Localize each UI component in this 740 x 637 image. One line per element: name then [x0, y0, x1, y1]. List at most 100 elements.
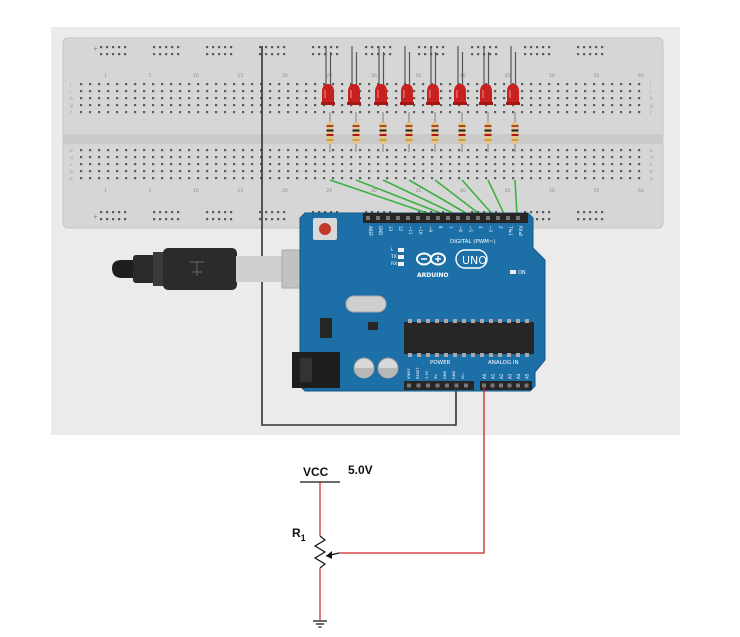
terminal-hole — [431, 170, 434, 173]
digital-wire[interactable] — [382, 179, 460, 217]
rail-hole — [424, 46, 427, 49]
header-pin[interactable] — [496, 216, 500, 220]
digital-wire[interactable] — [434, 179, 483, 217]
resistor-band — [326, 139, 334, 141]
usb-strain-relief — [133, 255, 155, 283]
rail-hole — [577, 53, 580, 56]
terminal-hole — [314, 163, 317, 166]
power-pin[interactable] — [445, 383, 449, 388]
reset-button-cap[interactable] — [319, 223, 331, 235]
terminal-hole — [251, 97, 254, 100]
header-pin[interactable] — [516, 216, 520, 220]
terminal-hole — [611, 97, 614, 100]
red-led[interactable] — [480, 84, 492, 104]
red-led[interactable] — [401, 84, 413, 104]
terminal-hole — [269, 97, 272, 100]
terminal-hole — [395, 170, 398, 173]
terminal-hole — [251, 177, 254, 180]
resistor[interactable] — [405, 122, 413, 144]
analog-pin[interactable] — [507, 383, 512, 388]
rail-hole — [159, 211, 162, 214]
power-pin[interactable] — [435, 383, 440, 388]
analog-pin[interactable] — [499, 383, 503, 388]
terminal-hole — [368, 111, 371, 114]
terminal-hole — [530, 97, 533, 100]
terminal-hole — [458, 170, 461, 173]
terminal-hole — [386, 83, 389, 86]
red-led[interactable] — [375, 84, 387, 104]
terminal-hole — [215, 83, 218, 86]
analog-pin[interactable] — [490, 383, 495, 388]
resistor[interactable] — [511, 122, 519, 144]
digital-wire[interactable] — [514, 179, 518, 217]
terminal-hole — [548, 163, 551, 166]
terminal-hole — [359, 111, 362, 114]
header-pin[interactable] — [416, 216, 420, 220]
terminal-hole — [197, 104, 200, 107]
rail-hole — [524, 53, 527, 56]
chip-pin — [489, 353, 493, 357]
terminal-hole — [260, 111, 263, 114]
red-led[interactable] — [454, 84, 466, 104]
header-pin[interactable] — [366, 216, 370, 220]
terminal-hole — [314, 104, 317, 107]
resistor[interactable] — [484, 122, 492, 144]
terminal-hole — [134, 90, 137, 93]
resistor[interactable] — [326, 122, 334, 144]
rail-hole — [283, 211, 286, 214]
analog-pin[interactable] — [516, 383, 520, 388]
red-led[interactable] — [427, 84, 439, 104]
red-led[interactable] — [507, 84, 519, 104]
terminal-hole — [368, 83, 371, 86]
terminal-hole — [242, 149, 245, 152]
header-pin[interactable] — [456, 216, 460, 220]
digital-wire[interactable] — [487, 179, 506, 217]
terminal-hole — [134, 111, 137, 114]
analog-wire[interactable] — [339, 388, 485, 554]
header-pin[interactable] — [436, 216, 440, 220]
rail-hole — [277, 218, 280, 221]
resistor[interactable] — [352, 122, 360, 144]
header-pin[interactable] — [446, 216, 450, 220]
digital-wire[interactable] — [461, 179, 495, 217]
resistor-band — [484, 139, 492, 141]
rail-hole — [259, 211, 262, 214]
ground-wire[interactable] — [261, 46, 457, 426]
terminal-hole — [368, 97, 371, 100]
power-pin[interactable] — [464, 383, 468, 388]
header-pin[interactable] — [406, 216, 410, 220]
digital-wire[interactable] — [408, 179, 472, 217]
resistor[interactable] — [458, 122, 466, 144]
rail-hole — [265, 46, 268, 49]
red-led[interactable] — [348, 84, 360, 104]
power-pin[interactable] — [416, 383, 421, 388]
header-pin[interactable] — [386, 216, 390, 220]
resistor[interactable] — [431, 122, 439, 144]
terminal-hole — [503, 97, 506, 100]
terminal-hole — [206, 170, 209, 173]
red-led[interactable] — [322, 84, 334, 104]
power-pin[interactable] — [454, 383, 459, 388]
rail-hole — [583, 53, 586, 56]
terminal-hole — [98, 163, 101, 166]
header-pin[interactable] — [396, 216, 400, 220]
terminal-hole — [332, 170, 335, 173]
power-pin[interactable] — [426, 383, 430, 388]
terminal-hole — [494, 177, 497, 180]
analog-pin[interactable] — [482, 383, 486, 388]
digital-wire[interactable] — [355, 179, 449, 217]
terminal-hole — [404, 170, 407, 173]
digital-wire[interactable] — [329, 179, 437, 217]
header-pin[interactable] — [476, 216, 480, 220]
header-pin[interactable] — [486, 216, 490, 220]
usb-cable[interactable] — [112, 248, 323, 290]
analog-pin[interactable] — [524, 383, 529, 388]
header-pin[interactable] — [466, 216, 470, 220]
header-pin[interactable] — [426, 216, 430, 220]
resistor[interactable] — [379, 122, 387, 144]
header-pin[interactable] — [506, 216, 510, 220]
header-pin[interactable] — [376, 216, 380, 220]
power-pin[interactable] — [407, 383, 411, 388]
terminal-hole — [386, 156, 389, 159]
